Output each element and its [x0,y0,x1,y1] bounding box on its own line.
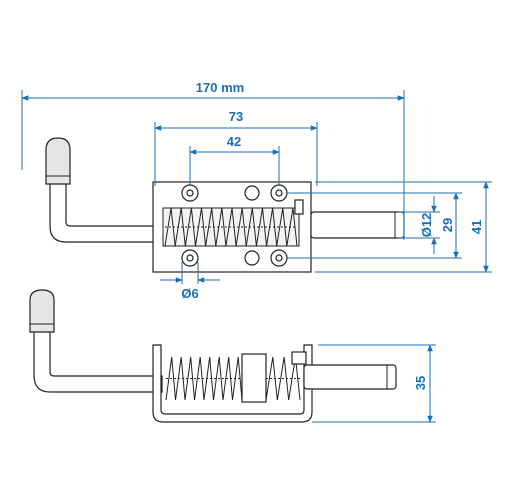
spring-coil [184,207,196,247]
dimension-pin-diameter: Ø12 [398,196,440,254]
spring-coil [174,207,186,247]
spring-coil [203,356,214,401]
spring-side [165,356,301,401]
spring-coil [255,207,268,247]
collar-side [241,353,267,403]
spring-coil [276,356,290,401]
handle-grip-top [45,137,71,185]
spring-coil [235,207,247,247]
handle-top [49,181,159,243]
dimension-hole-diameter: Ø6 [160,262,220,301]
pin-top [310,211,405,239]
spring-top [164,207,298,247]
spring-coil [222,356,233,401]
overall-length-label: 170 mm [196,80,244,95]
dimension-hole-spacing: 42 [189,134,280,186]
housing-height-label: 41 [469,220,484,234]
spring-coil [165,356,176,401]
spring-coil [276,207,288,247]
rivet [244,250,260,266]
spring-coil [232,356,243,401]
spring-coil [225,207,237,247]
bracket-side [152,344,313,423]
spring-coil [213,356,224,401]
spring-coil [194,207,207,247]
hole-spacing-label: 42 [227,134,241,149]
spring-coil [266,207,278,247]
spring-coil [175,356,186,401]
pin-diameter-label: Ø12 [419,213,434,238]
hole-diameter-label: Ø6 [181,286,198,301]
handle-side [33,329,163,393]
spring-coil [205,207,217,247]
spring-coil [265,356,278,401]
dimension-hole-rows: 29 [287,192,462,259]
handle-grip-side [29,289,55,333]
side-view [29,289,397,423]
hole-row-spacing-label: 29 [440,218,455,232]
pin-side [303,364,397,390]
dimension-housing-height: 41 [315,181,492,273]
spring-coil [194,356,205,401]
housing-length-label: 73 [229,109,243,124]
dimension-mount-height: 35 [312,344,436,423]
spring-coil [215,207,227,247]
dimension-overall: 170 mm [21,80,405,240]
rivet [244,185,260,201]
dimension-housing: 73 [154,109,318,186]
spring-coil [245,207,257,247]
spring-coil [286,207,298,247]
top-view [45,137,405,273]
mount-height-label: 35 [413,376,428,390]
spring-coil [164,207,176,247]
spring-coil [184,356,195,401]
